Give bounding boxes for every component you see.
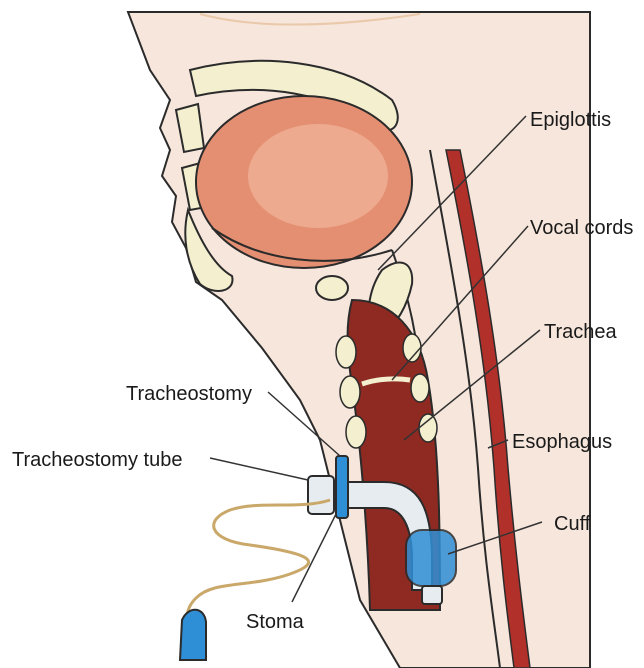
label-trachea: Trachea: [544, 321, 618, 343]
leader-line: [210, 458, 308, 480]
pilot-balloon: [180, 610, 206, 660]
label-epiglottis: Epiglottis: [530, 109, 611, 131]
label-tracheostomy: Tracheostomy: [126, 383, 252, 405]
label-tracheostomy-tube: Tracheostomy tube: [12, 449, 182, 471]
cartilage-ring: [419, 414, 437, 442]
tube-flange: [336, 456, 348, 518]
cartilage-ring: [340, 376, 360, 408]
hyoid-bone: [316, 276, 348, 300]
label-stoma: Stoma: [246, 611, 305, 633]
label-cuff: Cuff: [554, 513, 591, 535]
label-esophagus: Esophagus: [512, 431, 612, 453]
tongue-highlight: [248, 124, 388, 228]
cuff-tip: [422, 586, 442, 604]
cartilage-ring: [346, 416, 366, 448]
cartilage-ring: [336, 336, 356, 368]
tube-cuff: [406, 530, 456, 586]
leader-line: [292, 514, 336, 602]
cartilage-ring: [411, 374, 429, 402]
tube-connector: [308, 476, 334, 514]
label-vocal-cords: Vocal cords: [530, 217, 633, 239]
